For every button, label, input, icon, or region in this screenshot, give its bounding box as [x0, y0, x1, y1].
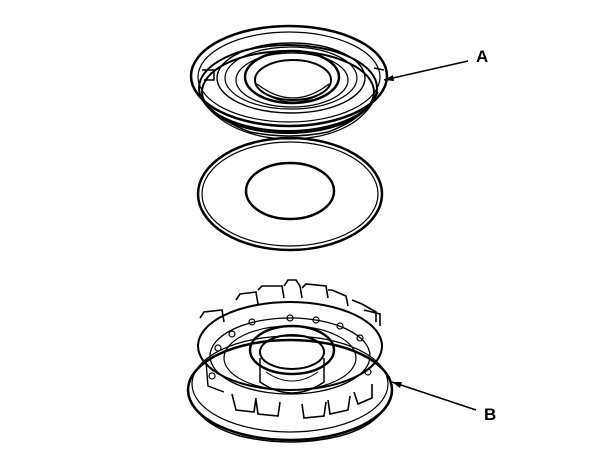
callout-a: A — [383, 47, 488, 81]
part-a-piston — [189, 24, 389, 140]
callout-b: B — [391, 381, 496, 424]
callout-label-b: B — [484, 405, 496, 424]
callout-label-a: A — [476, 47, 488, 66]
seal-ring — [196, 136, 384, 252]
part-b-drum — [186, 279, 394, 443]
